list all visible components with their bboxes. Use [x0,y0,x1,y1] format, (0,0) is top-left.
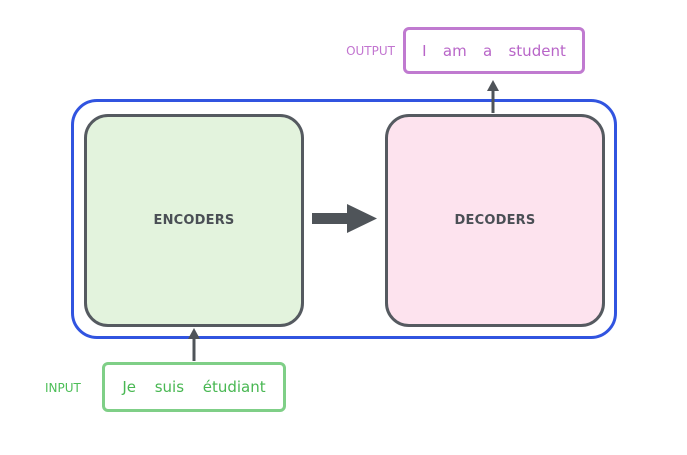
input-label: INPUT [45,381,81,395]
decoders-label: DECODERS [454,213,536,228]
encoders-label: ENCODERS [153,213,235,228]
input-sequence: Je suis étudiant [102,362,286,412]
input-word: Je [122,378,136,396]
output-word: I [422,41,427,60]
model-frame [71,99,617,339]
encoders-block: ENCODERS [84,114,304,327]
output-word: am [442,41,467,60]
input-to-encoder-arrow [188,328,200,361]
output-word: a [482,41,493,60]
input-word: suis [154,378,185,396]
decoders-block: DECODERS [385,114,605,327]
input-word: étudiant [202,378,266,396]
decoder-to-output-arrow [487,80,499,113]
encoder-to-decoder-arrow [312,204,377,233]
output-word: student [508,41,566,60]
output-sequence: I am a student [403,27,585,74]
output-label: OUTPUT [346,44,395,58]
